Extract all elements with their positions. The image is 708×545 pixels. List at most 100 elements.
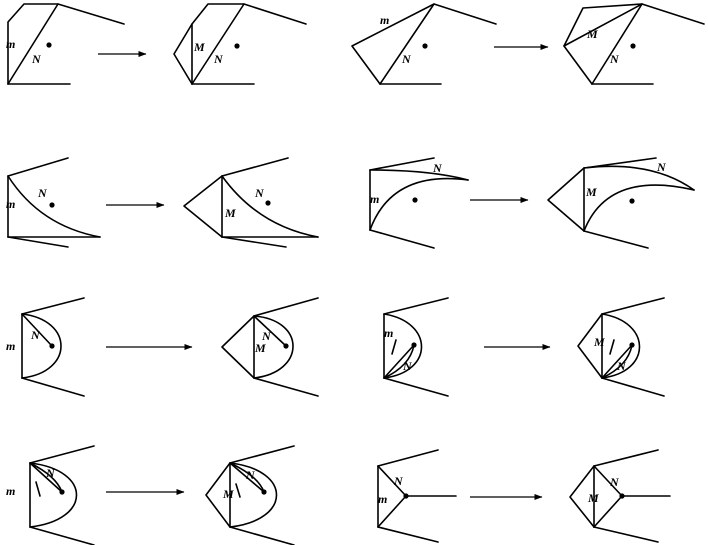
added-triangle: [173, 23, 193, 85]
inner-edge: [601, 344, 633, 379]
top-edge: [377, 449, 439, 467]
label-N: N: [45, 466, 56, 480]
upper-spoke: [377, 465, 407, 497]
label-m: m: [6, 484, 15, 498]
arc-edge: [383, 313, 423, 379]
panel-r3-c4-after: M N: [577, 297, 665, 397]
added-triangle: [183, 175, 223, 238]
panel-r1-c4-after: M N: [563, 3, 705, 85]
diagonal-edge: [379, 3, 435, 85]
arc-edge: [29, 462, 78, 528]
bottom-edge: [29, 526, 95, 545]
inner-edge: [29, 462, 63, 493]
panel-r1-c3-before: m N: [351, 3, 497, 85]
panel-r4-c2-after: M N: [205, 445, 295, 545]
tick-mark: [391, 339, 397, 355]
region-outline: [563, 3, 705, 85]
panel-r2-c3-before: m N: [369, 157, 469, 249]
curved-edge-upper: [369, 169, 469, 181]
curved-inner-edge: [601, 344, 633, 379]
curved-edge-lower: [583, 184, 695, 232]
added-triangle: [547, 167, 585, 232]
label-N: N: [30, 328, 41, 342]
inner-edge: [21, 313, 53, 347]
top-edge: [29, 445, 95, 464]
panel-r3-c1-before: m N: [6, 297, 85, 397]
vertex-dot: [411, 342, 417, 348]
panel-r1-c2-after: M N: [173, 3, 307, 85]
diagonal-edge: [7, 3, 59, 85]
vertex-dot: [234, 43, 240, 49]
inner-edge: [383, 344, 415, 379]
vertex-dot: [422, 43, 428, 49]
label-N: N: [37, 186, 48, 200]
vertex-dot: [629, 198, 635, 204]
panel-r2-c1-before: m N: [6, 157, 101, 248]
top-edge: [21, 297, 85, 315]
label-N: N: [609, 475, 620, 489]
bottom-edge: [253, 377, 319, 397]
bottom-edge: [229, 526, 295, 545]
vertex-dot: [59, 489, 65, 495]
label-N: N: [393, 474, 404, 488]
bottom-edge: [601, 377, 665, 397]
arc-edge: [21, 313, 62, 379]
label-M: M: [586, 27, 598, 41]
curved-edge: [7, 175, 101, 238]
top-edge: [221, 157, 289, 177]
label-N: N: [245, 468, 256, 482]
label-m: m: [6, 339, 15, 353]
vertex-dot: [49, 343, 55, 349]
arc-edge: [601, 313, 641, 379]
label-N: N: [261, 329, 272, 343]
arc-edge: [229, 462, 278, 528]
panel-r4-c3-before: m N: [377, 449, 457, 543]
label-m: m: [384, 326, 393, 340]
added-triangle: [569, 465, 595, 528]
vertex-dot: [46, 42, 52, 48]
bottom-edge: [383, 377, 449, 397]
bottom-edge: [369, 229, 435, 249]
upper-spoke: [593, 465, 623, 497]
label-N: N: [432, 161, 443, 175]
panel-r4-c4-after: M N: [569, 449, 671, 543]
label-N: N: [609, 52, 620, 66]
lower-spoke: [377, 495, 407, 528]
curved-edge: [221, 175, 319, 238]
panel-r3-c2-after: M N: [221, 297, 319, 397]
label-M: M: [224, 206, 236, 220]
tick-mark: [609, 339, 615, 355]
top-edge: [383, 297, 449, 315]
diagonal-edge: [191, 3, 245, 85]
label-M: M: [222, 487, 234, 501]
panel-r1-c1-before: m N: [6, 3, 125, 85]
label-N: N: [402, 359, 413, 373]
bottom-edge: [593, 526, 659, 543]
vertex-dot: [261, 489, 267, 495]
bottom-edge: [583, 230, 649, 249]
label-N: N: [31, 52, 42, 66]
vertex-dot: [630, 43, 636, 49]
diagonal-edge: [591, 3, 643, 85]
panel-r4-c1-before: m N: [6, 445, 95, 545]
vertex-dot: [619, 493, 625, 499]
tick-mark: [35, 481, 41, 497]
inner-edge: [253, 315, 287, 347]
added-triangle: [577, 313, 603, 379]
label-m: m: [6, 197, 15, 211]
arc-edge: [253, 315, 294, 379]
label-M: M: [254, 341, 266, 355]
label-m: m: [380, 13, 389, 27]
top-edge: [369, 157, 435, 171]
region-outline: [7, 3, 125, 85]
label-N: N: [254, 186, 265, 200]
added-triangle: [205, 462, 231, 528]
top-edge: [601, 297, 665, 315]
bottom-edge: [221, 236, 287, 248]
label-M: M: [585, 185, 597, 199]
vertex-dot: [265, 200, 271, 206]
label-N: N: [213, 52, 224, 66]
label-M: M: [587, 491, 599, 505]
top-edge: [229, 445, 295, 464]
curved-inner-edge: [29, 462, 63, 493]
